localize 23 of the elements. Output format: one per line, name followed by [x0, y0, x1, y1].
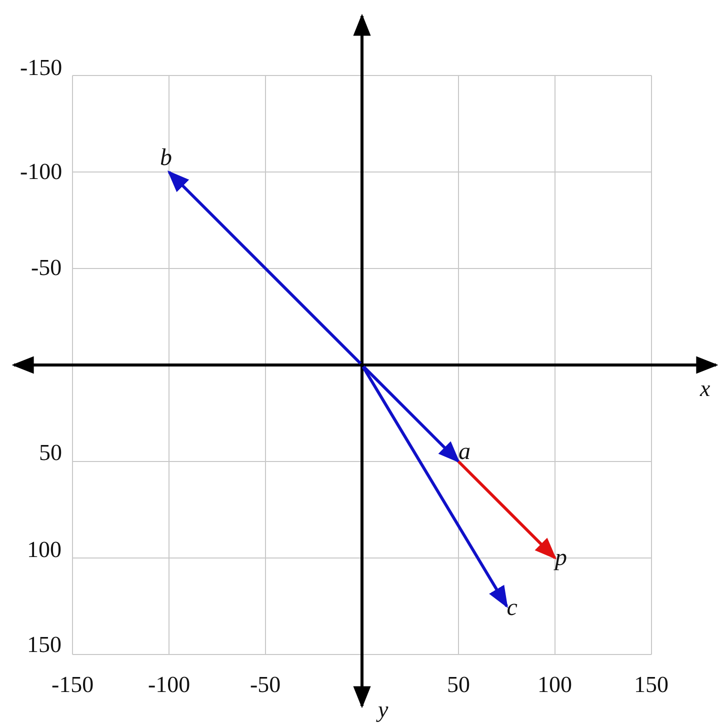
- tick-label: -50: [250, 673, 281, 697]
- tick-label: 50: [39, 441, 62, 465]
- tick-label: -100: [20, 160, 62, 184]
- axis-label: x: [700, 377, 710, 401]
- tick-label: 150: [27, 633, 62, 657]
- vector-label: b: [160, 146, 172, 170]
- axis-label: y: [378, 698, 388, 722]
- tick-label: 50: [447, 673, 470, 697]
- tick-label: 100: [27, 538, 62, 562]
- vector-label: a: [458, 440, 470, 464]
- vector-arrow: [362, 365, 460, 464]
- tick-label: -100: [148, 673, 190, 697]
- vector-label: p: [555, 546, 567, 570]
- vector-arrow: [457, 460, 557, 560]
- origin-point: [360, 363, 364, 367]
- tick-label: 100: [538, 673, 572, 697]
- tick-label: -150: [20, 56, 62, 80]
- tick-label: 150: [634, 673, 668, 697]
- tick-label: -150: [52, 673, 94, 697]
- tick-label: -50: [31, 256, 62, 280]
- vector-label: c: [506, 596, 518, 620]
- vector-arrow: [362, 366, 508, 608]
- vector-arrow: [167, 170, 362, 365]
